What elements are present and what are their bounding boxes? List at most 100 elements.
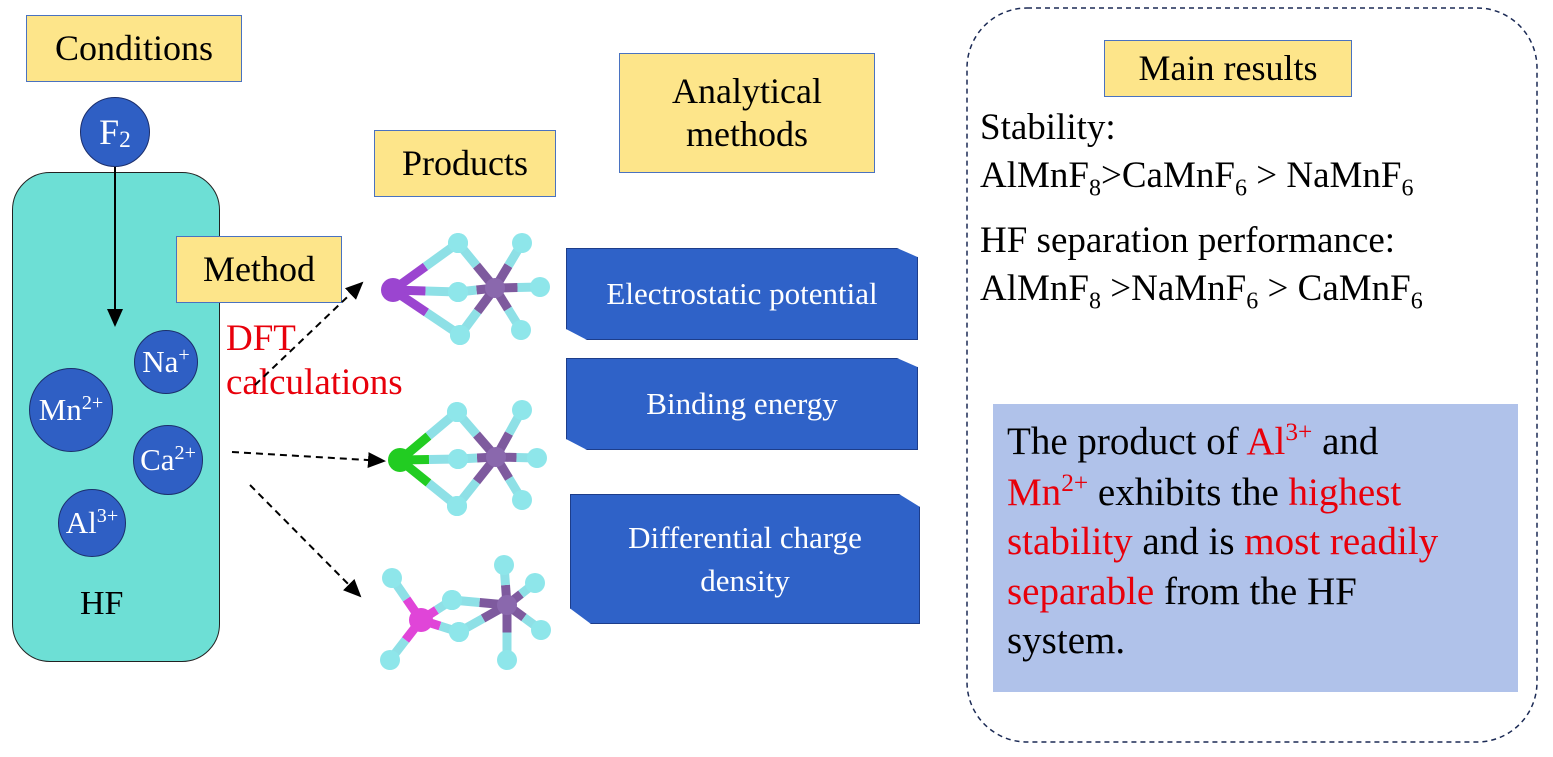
- method-binding: Binding energy: [566, 358, 918, 450]
- arrow-product1: [254, 281, 364, 386]
- f-atom: [527, 448, 547, 468]
- ion-charge: 2+: [174, 441, 196, 464]
- conditions-label: Conditions: [26, 15, 242, 82]
- method-text: Binding energy: [646, 386, 838, 422]
- formula: > NaMnF: [1247, 155, 1402, 197]
- mn-atom: [497, 595, 517, 615]
- summary-text: system.: [1007, 619, 1126, 663]
- summary-highlight: most readily: [1244, 520, 1439, 564]
- f-atom: [512, 490, 532, 510]
- stability-label: Stability:: [980, 107, 1116, 148]
- dft-line2: calculations: [226, 362, 403, 404]
- subscript: 6: [1410, 288, 1423, 315]
- summary-al-sup: 3+: [1285, 418, 1313, 446]
- f2-text: F: [99, 112, 120, 152]
- ion-el: Mn: [38, 392, 82, 427]
- subscript: 6: [1234, 175, 1247, 202]
- metal-atom: [381, 278, 405, 302]
- summary-box: The product of Al3+ and Mn2+ exhibits th…: [993, 404, 1518, 692]
- ion-charge: +: [178, 343, 190, 366]
- f-atom: [512, 233, 532, 253]
- mn-atom: [485, 278, 505, 298]
- method-text: Differential charge: [628, 519, 862, 555]
- formula: >CaMnF: [1101, 155, 1235, 197]
- analytical-line1: Analytical: [672, 70, 822, 111]
- f-atom: [448, 449, 468, 469]
- products-text: Products: [402, 142, 528, 183]
- summary-text: and: [1312, 420, 1379, 463]
- f-atom: [382, 568, 402, 588]
- ion-el: Na: [142, 344, 179, 379]
- summary-text: and is: [1132, 520, 1245, 564]
- hf-label: HF separation performance:: [980, 219, 1396, 261]
- subscript: 8: [1088, 175, 1102, 202]
- arrow-product3: [249, 484, 362, 598]
- f-atom: [530, 277, 550, 297]
- results-border: [966, 7, 1538, 743]
- summary-text: from the HF: [1154, 569, 1357, 613]
- hf-label: HF: [80, 585, 124, 622]
- hf-order: AlMnF8 >NaMnF6 > CaMnF6: [980, 265, 1423, 318]
- f-atom: [525, 573, 545, 593]
- f-atom: [449, 622, 469, 642]
- method-label: Method: [176, 236, 342, 303]
- method-text: Electrostatic potential: [606, 276, 878, 312]
- f-atom: [442, 590, 462, 610]
- summary-mn: Mn: [1007, 470, 1062, 514]
- metal-atom: [388, 448, 412, 472]
- f-atom: [512, 400, 532, 420]
- f-atom: [380, 650, 400, 670]
- method-text: density: [700, 563, 790, 598]
- products-label: Products: [374, 130, 556, 197]
- ion-charge: 2+: [81, 391, 104, 414]
- ion-charge: 3+: [96, 504, 119, 527]
- method-electrostatic: Electrostatic potential: [566, 248, 918, 340]
- metal-atom: [409, 608, 433, 632]
- molecule-almnf8: [380, 555, 551, 670]
- formula: > CaMnF: [1258, 267, 1411, 309]
- formula: >NaMnF: [1101, 267, 1247, 309]
- summary-highlight: highest: [1288, 470, 1402, 514]
- formula: AlMnF: [980, 155, 1089, 197]
- f-atom: [447, 402, 467, 422]
- subscript: 6: [1246, 288, 1259, 315]
- stability-order: AlMnF8>CaMnF6 > NaMnF6: [980, 152, 1423, 205]
- f-atom: [450, 325, 470, 345]
- ion-el: Al: [65, 505, 97, 540]
- main-results-label: Main results: [1104, 40, 1352, 97]
- summary-highlight: stability: [1007, 520, 1133, 564]
- main-results-text: Main results: [1138, 47, 1318, 88]
- f-atom: [531, 620, 551, 640]
- subscript: 6: [1401, 175, 1414, 202]
- mn-atom: [486, 447, 506, 467]
- conditions-text: Conditions: [54, 27, 214, 68]
- dft-line1: DFT: [226, 318, 296, 359]
- arrow-product2: [231, 451, 386, 469]
- f-atom: [448, 282, 468, 302]
- summary-text: The product of: [1007, 420, 1247, 463]
- analytical-line2: methods: [686, 114, 808, 154]
- summary-text: exhibits the: [1088, 470, 1289, 514]
- f-atom: [494, 555, 514, 575]
- f-atom: [448, 233, 468, 253]
- results-text: Stability: AlMnF8>CaMnF6 > NaMnF6 HF sep…: [980, 104, 1423, 317]
- f2-sub: 2: [119, 126, 131, 153]
- f-atom: [447, 496, 467, 516]
- summary-mn-sup: 2+: [1061, 468, 1089, 497]
- formula: AlMnF: [980, 267, 1089, 309]
- ion-na: Na+: [134, 330, 198, 394]
- subscript: 8: [1088, 288, 1102, 315]
- f-atom: [497, 650, 517, 670]
- summary-highlight: separable: [1007, 569, 1155, 613]
- ion-el: Ca: [140, 442, 175, 477]
- summary-al: Al: [1246, 420, 1286, 463]
- method-charge-density: Differential charge density: [570, 494, 920, 624]
- molecule-namnf6: [381, 233, 550, 345]
